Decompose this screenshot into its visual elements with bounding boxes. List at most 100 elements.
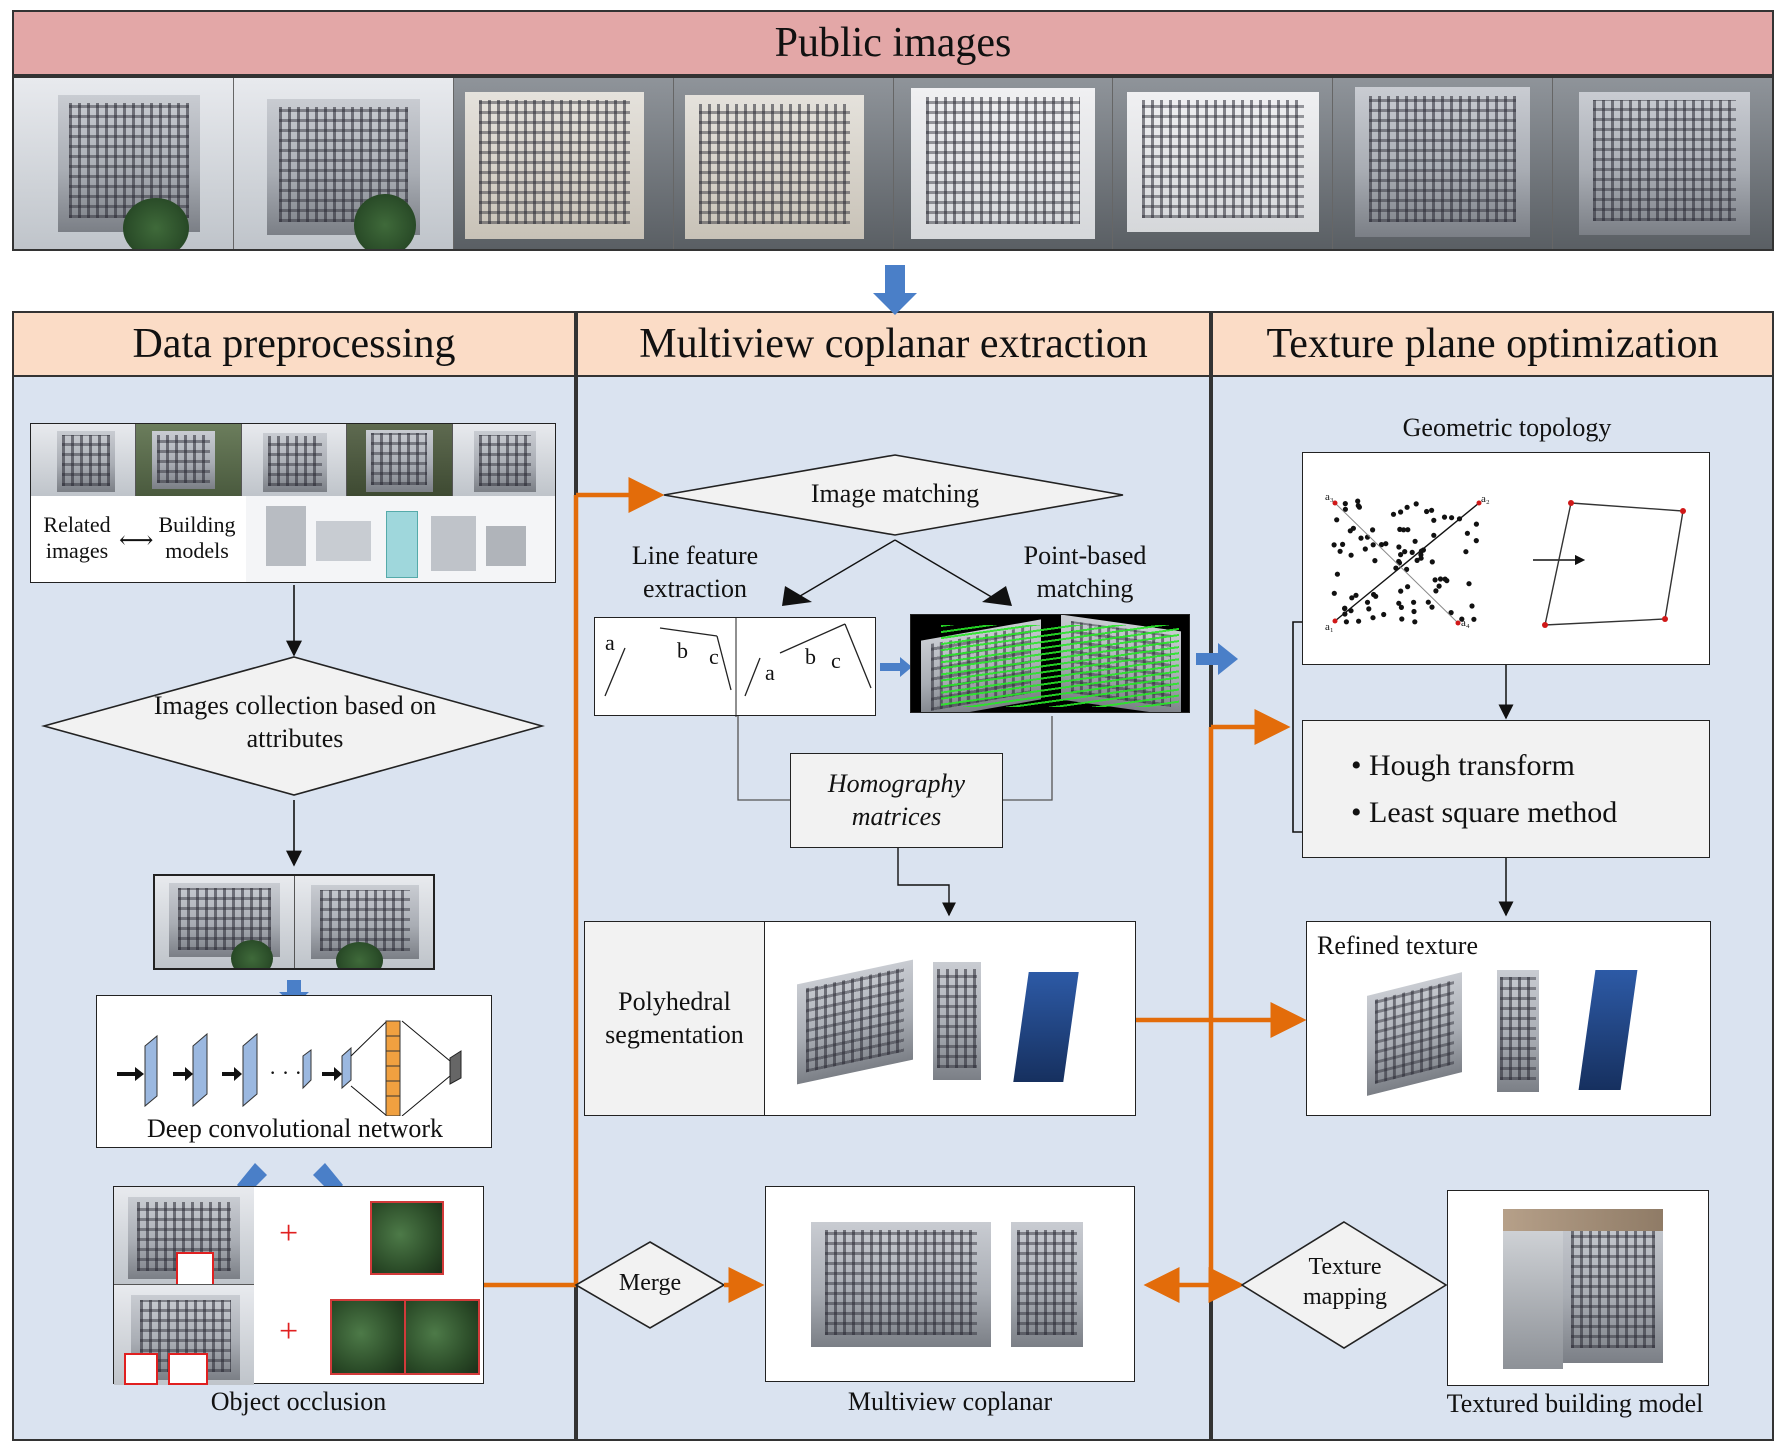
topology-point [1473, 538, 1479, 544]
refined-facade-2 [1497, 970, 1539, 1092]
topology-point [1424, 508, 1430, 515]
image-matching-diamond [663, 454, 1124, 536]
homography-label: Homography matrices [827, 769, 966, 831]
topology-point [1399, 616, 1405, 622]
topology-point [1396, 558, 1402, 565]
topology-point [1398, 604, 1404, 610]
topology-point [1331, 590, 1337, 596]
topology-point [1356, 618, 1362, 624]
topology-point [1398, 588, 1404, 594]
topology-point [1412, 619, 1418, 625]
plus-sign-2: + [279, 1313, 299, 1350]
geometric-topology-label: Geometric topology [1402, 413, 1612, 442]
segment-facade-3 [1013, 972, 1079, 1082]
dcn-label: Deep convolutional network [146, 1114, 444, 1143]
topology-point [1397, 526, 1403, 532]
multiview-facade-1 [811, 1222, 991, 1347]
topology-point [1370, 527, 1376, 533]
public-photo-5 [893, 78, 1114, 249]
topology-point [1334, 517, 1340, 523]
polyhedral-box: Polyhedral segmentation [584, 921, 1136, 1116]
topology-point [1413, 501, 1419, 507]
line-label-a2: a [765, 660, 775, 685]
textured-model-label: Textured building model [1446, 1389, 1704, 1418]
public-images-banner: Public images [12, 10, 1774, 76]
topology-point [1349, 595, 1355, 601]
topology-point [1411, 608, 1417, 615]
dcn-ellipsis: · · · [269, 1060, 302, 1085]
topology-point [1381, 611, 1387, 618]
header-data-preprocessing: Data preprocessing [12, 311, 576, 377]
topology-point [1432, 577, 1438, 583]
public-images-strip [12, 76, 1774, 251]
hough-label: Hough transform [1369, 748, 1575, 782]
blue-down-arrow [873, 265, 917, 315]
related-images-label: Related images [43, 512, 111, 564]
topology-point [1436, 583, 1442, 589]
refined-texture-box: Refined texture [1306, 921, 1711, 1116]
topology-point [1429, 604, 1435, 610]
topology-point [1334, 571, 1340, 577]
segment-facade-2 [933, 962, 981, 1080]
topology-point [1396, 600, 1402, 606]
occluder-fragment-2 [330, 1299, 406, 1375]
topology-point [1429, 507, 1435, 513]
topology-point [1362, 546, 1368, 552]
public-photo-6 [1113, 78, 1334, 249]
topology-point [1383, 541, 1389, 547]
merge-diamond [574, 1241, 726, 1329]
header-coplanar-extraction-label: Multiview coplanar extraction [639, 321, 1148, 367]
plus-sign-1: + [279, 1215, 299, 1252]
fc-layer [385, 1020, 401, 1116]
least-square-label: Least square method [1369, 796, 1618, 829]
topology-point [1459, 616, 1465, 622]
topology-point [1337, 548, 1343, 554]
collection-diamond [40, 656, 545, 796]
related-photo-1 [31, 424, 137, 496]
topology-point [1343, 619, 1349, 625]
topology-point [1414, 557, 1420, 563]
texture-mapping-diamond [1240, 1221, 1448, 1349]
topology-point [1473, 521, 1479, 527]
point-a3-label: a₃ [1325, 491, 1334, 503]
multiview-label: Multiview coplanar [847, 1387, 1053, 1416]
double-arrow-icon: ⟷ [119, 528, 154, 554]
topology-point [1433, 588, 1439, 594]
public-photo-3 [453, 78, 674, 249]
topology-sketch [1331, 498, 1686, 628]
occluder-fragment-1 [370, 1201, 444, 1275]
related-photo-3 [241, 424, 348, 496]
topology-box: a₃ a₂ a₁ a₄ [1302, 452, 1710, 665]
topology-point [1340, 541, 1346, 547]
related-images-panel: Related images ⟷ Building models [30, 423, 556, 583]
segment-facade-1 [797, 959, 913, 1085]
topology-point [1398, 552, 1404, 558]
topology-point [1442, 576, 1448, 582]
model-side-face [1503, 1229, 1563, 1369]
image-matching-label: Image matching [810, 479, 980, 508]
topology-point [1437, 576, 1444, 582]
building-models-label: Building models [158, 512, 236, 564]
point-matching-label: Point-based matching [1023, 541, 1147, 603]
header-texture-optimization-label: Texture plane optimization [1266, 321, 1719, 367]
topology-point [1398, 509, 1404, 515]
topology-point [1370, 615, 1376, 621]
bullet-2: • [1351, 796, 1362, 829]
topology-point [1431, 517, 1437, 523]
line-feature-box: a b c a b c [594, 617, 876, 717]
point-matching-image [910, 614, 1190, 713]
topology-point [1471, 616, 1477, 622]
hough-box: • Hough transform • Least square method [1302, 720, 1710, 858]
textured-model-box [1447, 1190, 1709, 1386]
header-coplanar-extraction: Multiview coplanar extraction [576, 311, 1211, 377]
topology-point [1331, 542, 1337, 548]
refined-facade-3 [1578, 970, 1638, 1090]
collected-photo-2 [294, 876, 433, 968]
topology-point [1405, 527, 1411, 533]
occluder-fragment-3 [404, 1299, 480, 1375]
polyhedral-label-cell: Polyhedral segmentation [585, 922, 765, 1115]
least-square-item: • Least square method [1351, 794, 1617, 832]
topology-point [1370, 542, 1376, 548]
related-photo-2 [136, 424, 242, 496]
line-label-a1: a [605, 630, 615, 655]
